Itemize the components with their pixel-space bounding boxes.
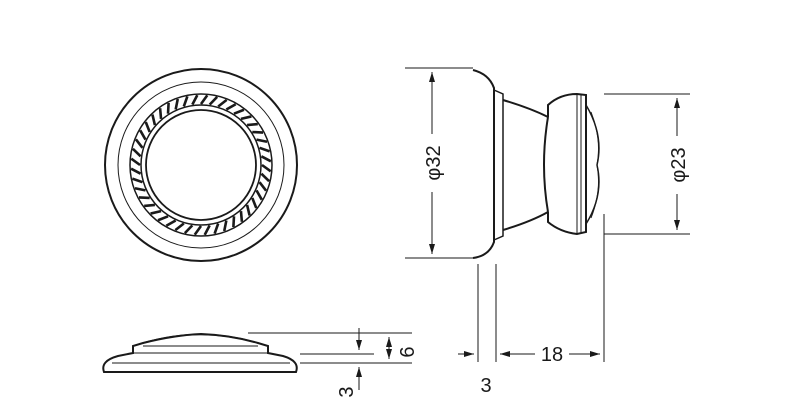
rope-tick: [144, 203, 156, 208]
rope-tick: [255, 189, 263, 201]
rope-tick: [157, 215, 169, 222]
rope-tick: [131, 147, 142, 158]
rope-tick: [191, 94, 199, 106]
rope-tick: [240, 115, 252, 121]
rope-tick: [251, 197, 258, 209]
rope-tick: [130, 167, 142, 175]
side-neck-bottom: [502, 211, 549, 231]
rope-tick: [134, 186, 146, 192]
rope-tick: [217, 98, 228, 108]
front-view: [104, 68, 298, 262]
rope-tick: [213, 223, 220, 235]
dim-head-diameter: φ23: [604, 93, 690, 235]
rope-tick: [144, 121, 151, 133]
side-base-step: [493, 89, 504, 241]
rope-tick: [182, 95, 189, 107]
rope-tick: [232, 216, 236, 228]
side-head-outline: [547, 92, 587, 236]
rope-tick: [150, 209, 162, 215]
rope-tick: [158, 108, 163, 120]
front-rim-inner: [117, 81, 285, 249]
rope-tick: [252, 130, 264, 134]
front-outer-rim: [104, 68, 298, 262]
dim-base-diameter: φ32: [405, 67, 473, 259]
front-rope-inner: [140, 104, 262, 226]
rope-tick: [261, 163, 272, 173]
side-neck-top: [502, 99, 549, 118]
rope-tick: [130, 157, 141, 167]
rope-tick: [208, 95, 219, 106]
rope-tick: [199, 94, 209, 105]
rope-tick: [134, 138, 144, 149]
rope-tick: [151, 114, 157, 126]
rope-tick: [260, 172, 271, 183]
dim-label-base-thickness: 3: [480, 375, 491, 397]
dim-profile-heights: 6 3: [248, 328, 419, 398]
rope-tick: [256, 138, 268, 144]
front-center-boss: [145, 109, 257, 221]
rope-tick: [225, 103, 237, 111]
profile-dome: [142, 333, 259, 344]
dim-label-cap-height: 6: [397, 346, 419, 357]
rope-tick: [174, 98, 180, 110]
rope-tick: [203, 224, 211, 236]
side-view: [472, 69, 600, 259]
rope-tick: [258, 181, 268, 192]
dim-label-cap-offset: 3: [336, 386, 358, 397]
side-head-face: [543, 116, 549, 213]
rope-tick: [165, 219, 177, 227]
rope-tick: [233, 108, 245, 115]
rope-tick: [183, 224, 194, 235]
rope-tick: [246, 122, 258, 127]
dim-label-head-diameter: φ23: [668, 147, 690, 182]
rope-tick: [174, 222, 185, 232]
dim-label-projection: 18: [541, 344, 563, 366]
rope-tick: [138, 196, 150, 200]
rope-tick: [222, 220, 228, 232]
rope-tick: [239, 210, 244, 222]
rope-tick: [245, 204, 251, 216]
rope-pattern: [130, 94, 272, 236]
rope-tick: [260, 155, 272, 163]
rope-tick: [131, 177, 143, 184]
rope-tick: [193, 225, 203, 236]
dim-label-base-diameter: φ32: [423, 145, 445, 180]
rope-tick: [166, 102, 170, 114]
side-dome-inner: [590, 111, 599, 219]
rope-tick: [259, 146, 271, 153]
profile-view: [102, 332, 298, 373]
rope-tick: [139, 129, 147, 141]
side-base-disc: [472, 69, 495, 259]
dim-projection: 18 3: [458, 214, 605, 397]
front-rope-outer: [129, 93, 273, 237]
